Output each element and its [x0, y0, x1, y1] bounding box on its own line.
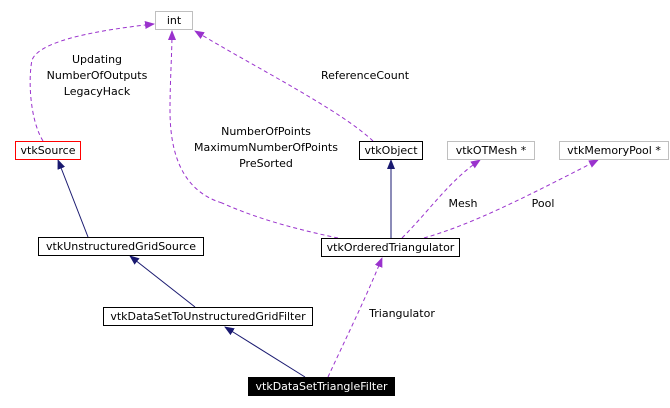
label-legacy-hack: LegacyHack [63, 85, 131, 98]
edge-label-triangulator-int: NumberOfPoints MaximumNumberOfPoints Pre… [194, 124, 338, 172]
label-maximum-number-of-points: MaximumNumberOfPoints [194, 141, 338, 154]
edge-mesh [401, 159, 481, 239]
node-vtkDataSetTriangleFilter: vtkDataSetTriangleFilter [248, 377, 395, 396]
node-vtkUnstructuredGridSource[interactable]: vtkUnstructuredGridSource [38, 237, 204, 256]
edge-triangulator-int [167, 30, 223, 204]
edge-label-reference-count: ReferenceCount [320, 69, 410, 82]
edge-inherit-filter-usgsource [129, 255, 196, 308]
node-vtkOrderedTriangulator[interactable]: vtkOrderedTriangulator [321, 238, 460, 257]
node-vtkDataSetToUnstructuredGridFilter[interactable]: vtkDataSetToUnstructuredGridFilter [103, 307, 313, 326]
node-vtkSource[interactable]: vtkSource [15, 141, 81, 160]
edge-pool [423, 159, 599, 239]
edge-label-pool: Pool [531, 197, 555, 210]
node-vtkOTMesh[interactable]: vtkOTMesh * [447, 141, 535, 160]
edge-object-int [194, 30, 374, 142]
node-vtkObject[interactable]: vtkObject [359, 141, 423, 160]
edge-inherit-usgsource-source [57, 159, 89, 238]
label-presorted: PreSorted [239, 157, 293, 170]
edge-triangulator [327, 257, 383, 378]
edge-inherit-trifilter-filter [224, 326, 306, 378]
edge-label-mesh: Mesh [448, 197, 478, 210]
label-number-of-points: NumberOfPoints [221, 125, 311, 138]
node-vtkMemoryPool[interactable]: vtkMemoryPool * [559, 141, 669, 160]
node-int[interactable]: int [155, 11, 193, 30]
edge-label-triangulator: Triangulator [369, 307, 435, 320]
label-number-of-outputs: NumberOfOutputs [46, 69, 148, 82]
edge-triangulator-int-2 [221, 202, 339, 239]
label-updating: Updating [71, 53, 123, 66]
edge-label-source-int: Updating NumberOfOutputs LegacyHack [47, 52, 148, 100]
